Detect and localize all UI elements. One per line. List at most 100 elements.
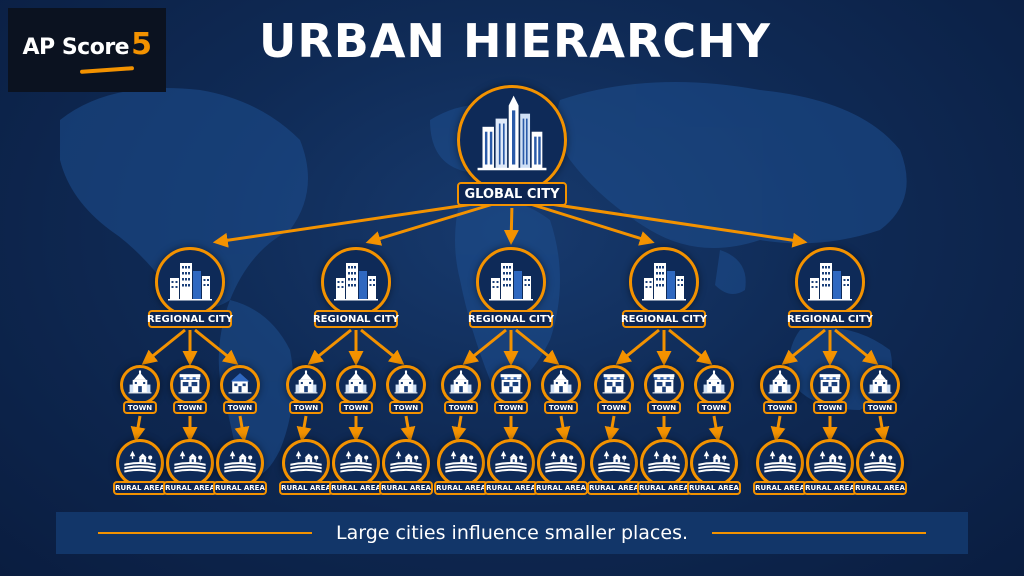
farm-icon [494, 444, 528, 478]
church-icon [701, 370, 727, 396]
rural-area-label: RURAL AREA [803, 481, 857, 495]
shop-icon [651, 370, 677, 396]
regional-city-node [155, 247, 225, 317]
farm-icon [444, 444, 478, 478]
caption-rule-right [712, 532, 926, 534]
city-buildings-icon [165, 254, 215, 304]
rural-area-node [382, 439, 430, 487]
town-node [286, 365, 326, 405]
rural-area-label: RURAL AREA [534, 481, 588, 495]
town-label: TOWN [544, 401, 578, 414]
arrow-regional-to-town [515, 328, 560, 365]
farm-icon [223, 444, 257, 478]
rural-area-node [437, 439, 485, 487]
arrow-global-to-regional [365, 202, 494, 246]
rural-area-label: RURAL AREA [587, 481, 641, 495]
apscore-logo: AP Score5 [8, 8, 166, 92]
farm-icon [597, 444, 631, 478]
rural-area-node [282, 439, 330, 487]
rural-area-label: RURAL AREA [113, 481, 167, 495]
arrow-town-to-rural [708, 415, 724, 442]
town-label: TOWN [173, 401, 207, 414]
town-label: TOWN [763, 401, 797, 414]
regional-city-node [476, 247, 546, 317]
town-label: TOWN [389, 401, 423, 414]
arrow-regional-to-town [781, 328, 826, 365]
farm-icon [647, 444, 681, 478]
town-label: TOWN [289, 401, 323, 414]
church-icon [548, 370, 574, 396]
town-node [694, 365, 734, 405]
town-node [120, 365, 160, 405]
arrow-town-to-rural [234, 415, 250, 442]
church-icon [293, 370, 319, 396]
town-hall-icon [127, 370, 153, 396]
regional-city-label: REGIONAL CITY [147, 310, 233, 328]
arrow-town-to-rural [296, 415, 312, 442]
town-label: TOWN [339, 401, 373, 414]
farm-icon [389, 444, 423, 478]
town-node [491, 365, 531, 405]
church-icon [393, 370, 419, 396]
logo-number: 5 [131, 26, 152, 62]
farm-icon [544, 444, 578, 478]
arrow-regional-to-town [360, 328, 405, 365]
arrow-global-to-regional [549, 202, 808, 248]
farm-icon [763, 444, 797, 478]
farm-icon [697, 444, 731, 478]
rural-area-label: RURAL AREA [329, 481, 383, 495]
town-node [386, 365, 426, 405]
arrow-regional-to-town [141, 328, 186, 365]
arrow-regional-to-town [462, 328, 507, 365]
town-label: TOWN [863, 401, 897, 414]
arrow-regional-to-town [834, 328, 879, 365]
city-buildings-icon [331, 254, 381, 304]
arrow-town-to-rural [555, 415, 571, 442]
arrow-regional-to-town [615, 328, 660, 365]
town-node [441, 365, 481, 405]
city-buildings-icon [639, 254, 689, 304]
regional-city-node [321, 247, 391, 317]
town-label: TOWN [597, 401, 631, 414]
arrow-regional-to-town [194, 328, 239, 365]
arrow-town-to-rural [130, 415, 146, 442]
logo-wordmark: AP Score5 [23, 27, 152, 62]
shop-icon [177, 370, 203, 396]
rural-area-node [166, 439, 214, 487]
city-buildings-icon [805, 254, 855, 304]
farm-icon [339, 444, 373, 478]
church-icon [343, 370, 369, 396]
rural-area-label: RURAL AREA [434, 481, 488, 495]
town-label: TOWN [494, 401, 528, 414]
rural-area-label: RURAL AREA [687, 481, 741, 495]
town-label: TOWN [697, 401, 731, 414]
caption-text: Large cities influence smaller places. [335, 522, 689, 544]
skyscrapers-icon [471, 94, 553, 176]
arrow-global-to-regional [503, 207, 519, 245]
town-label: TOWN [647, 401, 681, 414]
town-node [760, 365, 800, 405]
town-label: TOWN [223, 401, 257, 414]
arrow-global-to-regional [212, 202, 474, 248]
town-node [220, 365, 260, 405]
regional-city-label: REGIONAL CITY [787, 310, 873, 328]
arrow-global-to-regional [529, 202, 655, 246]
town-node [810, 365, 850, 405]
town-node [860, 365, 900, 405]
regional-city-label: REGIONAL CITY [621, 310, 707, 328]
rural-area-node [216, 439, 264, 487]
town-label: TOWN [813, 401, 847, 414]
town-label: TOWN [444, 401, 478, 414]
rural-area-label: RURAL AREA [379, 481, 433, 495]
town-node [541, 365, 581, 405]
farm-icon [289, 444, 323, 478]
arrow-town-to-rural [400, 415, 416, 442]
rural-area-label: RURAL AREA [637, 481, 691, 495]
farm-icon [123, 444, 157, 478]
rural-area-node [590, 439, 638, 487]
arrow-regional-to-town [668, 328, 713, 365]
rural-area-node [806, 439, 854, 487]
church-icon [448, 370, 474, 396]
farm-icon [813, 444, 847, 478]
